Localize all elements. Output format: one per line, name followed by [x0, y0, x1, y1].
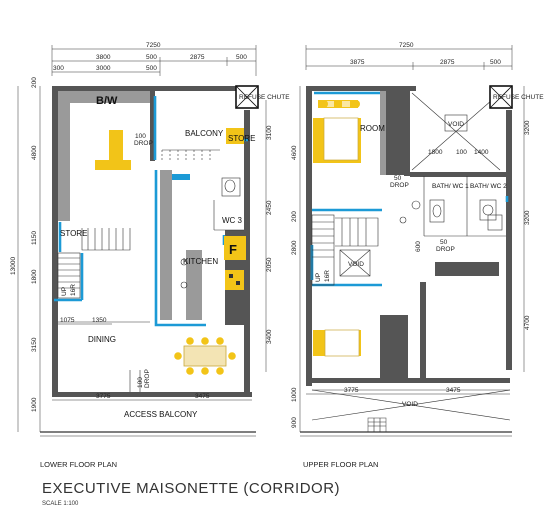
lower-100-bottom: 100 [137, 377, 144, 388]
upper-pillow-top [318, 100, 358, 108]
lower-floor-plan: 7250 3800 500 2875 500 300 3000 500 200 … [10, 42, 290, 437]
room-access-balcony: ACCESS BALCONY [124, 410, 198, 419]
lower-dim-3100: 3100 [266, 125, 273, 140]
room-dining: DINING [88, 335, 116, 344]
plan-title: EXECUTIVE MAISONETTE (CORRIDOR) [42, 480, 341, 497]
lower-dim-1900: 1900 [31, 397, 38, 412]
lower-dim-1075: 1075 [60, 317, 75, 324]
lower-dim-3800: 3800 [96, 54, 111, 61]
upper-dim-2875: 2875 [440, 59, 455, 66]
upper-dim-50a: 50 [394, 175, 402, 182]
lower-dim-1150: 1150 [31, 231, 38, 245]
upper-drop-a: DROP [390, 182, 409, 189]
upper-dim-7250: 7250 [399, 42, 414, 49]
lower-dim-500a: 500 [146, 54, 157, 61]
lower-up-label: UP [61, 287, 68, 296]
upper-dim-1000: 1000 [291, 387, 298, 402]
lower-dim-2050: 2050 [266, 257, 273, 272]
lower-dim-3775: 3775 [96, 393, 111, 400]
upper-dim-3200a: 3200 [524, 120, 531, 135]
room-kitchen: KITCHEN [183, 257, 218, 266]
upper-dim-3200b: 3200 [524, 210, 531, 225]
upper-bath-wc2: BATH/ WC 2 [470, 183, 507, 190]
lower-floor-caption: LOWER FLOOR PLAN [40, 460, 118, 469]
upper-dim-3475: 3475 [446, 387, 461, 394]
store-shelf [226, 128, 244, 144]
dining-table [183, 345, 227, 367]
lower-dim-3400: 3400 [266, 329, 273, 344]
lower-dim-2875: 2875 [190, 54, 205, 61]
upper-dim-50b: 50 [440, 239, 448, 246]
upper-dim-1400: 1400 [474, 149, 489, 156]
upper-void-bottom [311, 389, 511, 433]
upper-dim-600: 600 [415, 241, 422, 252]
upper-refuse-chute-label: REFUSE CHUTE [493, 94, 544, 101]
lower-dim-1350: 1350 [92, 317, 107, 324]
upper-stairs: VOID UP 16R [311, 214, 379, 286]
room-balcony: BALCONY [185, 129, 224, 138]
upper-floor-plan: 7250 3875 2875 500 4600 200 2800 1000 90… [291, 42, 544, 437]
lower-dim-500c: 500 [146, 65, 157, 72]
lower-16r-label: 16R [70, 284, 77, 296]
upper-stair-void: VOID [348, 261, 364, 268]
upper-16r-label: 16R [324, 270, 331, 282]
upper-dim-4700: 4700 [524, 315, 531, 330]
upper-void-top-label: VOID [448, 121, 464, 128]
upper-dim-900: 900 [291, 417, 298, 428]
upper-dim-500: 500 [490, 59, 501, 66]
room-wc3: WC 3 [222, 216, 243, 225]
lower-drop-top: DROP [134, 140, 153, 147]
upper-void-top: VOID [411, 92, 501, 171]
room-store-top: STORE [228, 134, 255, 143]
upper-up-label: UP [315, 273, 322, 282]
lower-dim-300: 300 [53, 65, 64, 72]
lower-dim-100-drop: 100 [135, 133, 146, 140]
lower-refuse-chute-label: REFUSE CHUTE [239, 94, 290, 101]
upper-dim-1800: 1800 [428, 149, 443, 156]
bw-block [95, 130, 131, 170]
cooker [225, 270, 244, 290]
upper-dim-2800: 2800 [291, 240, 298, 255]
lower-dim-3150: 3150 [31, 337, 38, 352]
lower-dim-1800: 1800 [31, 269, 38, 284]
upper-dim-200: 200 [291, 211, 298, 222]
lower-dim-500b: 500 [236, 54, 247, 61]
upper-room-partial: ROOM [360, 124, 385, 133]
upper-dim-3775: 3775 [344, 387, 359, 394]
lower-dim-3000: 3000 [96, 65, 111, 72]
lower-dim-200: 200 [31, 77, 38, 88]
upper-void-label: VOID [402, 401, 418, 408]
upper-bath-wc1: BATH/ WC 1 [432, 183, 469, 190]
room-bw: B/W [96, 95, 118, 107]
plan-scale: SCALE 1:100 [42, 501, 79, 507]
room-store-left: STORE [60, 229, 87, 238]
lower-dim-4800: 4800 [31, 145, 38, 160]
upper-drop-b: DROP [436, 246, 455, 253]
lower-refuse-chute: REFUSE CHUTE [235, 85, 290, 109]
upper-dim-4600: 4600 [291, 145, 298, 160]
lower-dim-13000: 13000 [10, 257, 17, 275]
lower-dim-2450: 2450 [266, 200, 273, 215]
upper-refuse-chute: REFUSE CHUTE [489, 85, 544, 109]
f-marker [224, 236, 246, 260]
upper-floor-caption: UPPER FLOOR PLAN [303, 460, 379, 469]
f-label: F [229, 242, 237, 257]
lower-dim-3475: 3475 [195, 393, 210, 400]
lower-stairs: UP 16R [57, 228, 131, 299]
lower-dim-7250: 7250 [146, 42, 161, 49]
upper-dim-3875: 3875 [350, 59, 365, 66]
upper-dim-100: 100 [456, 149, 467, 156]
lower-drop-bottom: DROP [144, 369, 151, 388]
